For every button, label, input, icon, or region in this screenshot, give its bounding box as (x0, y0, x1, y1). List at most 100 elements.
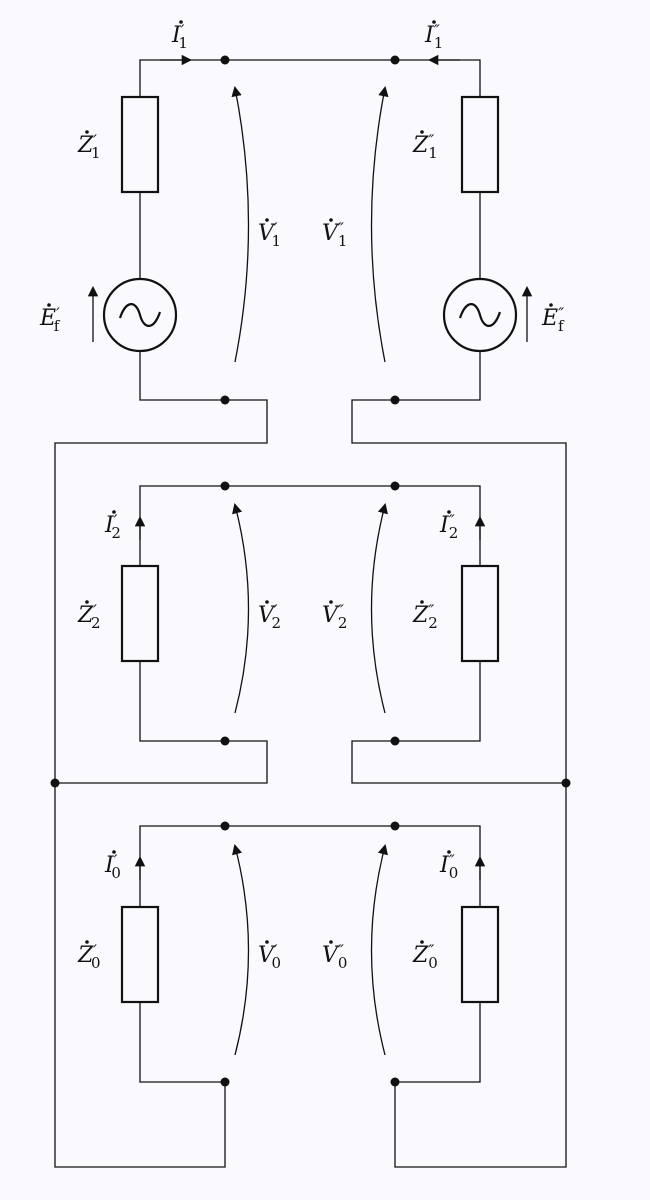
label-symbol: Z (77, 603, 94, 628)
dot-accent (85, 130, 89, 134)
node-dot (561, 778, 571, 788)
label-subscript: 1 (428, 144, 438, 162)
label-prime: ″ (428, 131, 434, 150)
dot-accent (420, 940, 424, 944)
dot-accent (447, 850, 451, 854)
label-v2p: V′2 (258, 601, 281, 632)
label-z1pp: Z″1 (412, 131, 438, 162)
wires (54, 54, 567, 1168)
label-v0pp: V″0 (322, 941, 347, 972)
label-z1p: Z′1 (77, 131, 100, 162)
label-z0pp: Z″0 (412, 941, 438, 972)
label-symbol: V (258, 603, 276, 628)
label-subscript: 2 (449, 524, 459, 542)
label-subscript: 1 (338, 232, 348, 250)
label-subscript: 1 (434, 34, 444, 52)
label-subscript: 0 (338, 954, 348, 972)
dot-accent (179, 20, 183, 24)
label-subscript: 0 (449, 864, 459, 882)
wire (139, 825, 481, 907)
label-prime: ′ (93, 131, 97, 150)
label-prime: ′ (274, 941, 278, 960)
label-symbol: E (541, 306, 558, 331)
label-symbol: I (424, 23, 435, 48)
label-symbol: I (439, 513, 450, 538)
label-symbol: Z (412, 603, 429, 628)
label-efp: E′f (39, 304, 61, 335)
dot-accent (265, 600, 269, 604)
label-symbol: I (104, 853, 115, 878)
label-prime: ′ (181, 21, 185, 40)
label-efpp: E″f (541, 304, 565, 335)
dot-accent (265, 940, 269, 944)
label-subscript: 1 (178, 34, 188, 52)
label-prime: ″ (338, 601, 344, 620)
label-subscript: 0 (91, 954, 101, 972)
node-dot (390, 736, 400, 746)
label-z0p: Z′0 (77, 941, 100, 972)
label-subscript: 2 (91, 614, 101, 632)
label-i2p: I′2 (104, 511, 121, 542)
label-prime: ′ (274, 219, 278, 238)
label-symbol: Z (412, 133, 429, 158)
label-prime: ″ (449, 851, 455, 870)
label-prime: ″ (449, 511, 455, 530)
node-dot (220, 481, 230, 491)
label-subscript: 2 (338, 614, 348, 632)
label-i1p: I′1 (171, 21, 188, 52)
label-symbol: Z (412, 943, 429, 968)
dot-accent (329, 600, 333, 604)
label-subscript: 2 (272, 614, 282, 632)
label-i0pp: I″0 (439, 851, 458, 882)
label-v0p: V′0 (258, 941, 281, 972)
label-subscript: f (54, 317, 61, 335)
label-z2p: Z′2 (77, 601, 100, 632)
label-prime: ′ (56, 304, 60, 323)
label-v1p: V′1 (258, 219, 281, 250)
node-dot (390, 55, 400, 65)
label-z2pp: Z″2 (412, 601, 438, 632)
wire (139, 485, 481, 566)
impedance-z2-double-prime (460, 564, 500, 663)
voltage-arrow-v0-prime (232, 843, 250, 1056)
components (50, 55, 571, 1087)
label-symbol: V (258, 221, 276, 246)
label-subscript: 2 (428, 614, 438, 632)
label-symbol: V (322, 603, 340, 628)
label-symbol: V (322, 943, 340, 968)
node-dot (390, 395, 400, 405)
label-prime: ″ (558, 304, 564, 323)
dot-accent (85, 940, 89, 944)
voltage-source-prime (102, 277, 178, 353)
dot-accent (329, 940, 333, 944)
impedance-z1-prime (120, 95, 160, 194)
label-symbol: V (258, 943, 276, 968)
ac-sine-icon (458, 303, 502, 327)
label-i1pp: I″1 (424, 21, 443, 52)
label-prime: ″ (428, 601, 434, 620)
label-symbol: I (104, 513, 115, 538)
impedance-z1-double-prime (460, 95, 500, 194)
dot-accent (85, 600, 89, 604)
voltage-arrow-v2-double-prime (370, 502, 388, 714)
label-prime: ″ (434, 21, 440, 40)
label-prime: ′ (114, 511, 118, 530)
label-subscript: 0 (428, 954, 438, 972)
dot-accent (112, 510, 116, 514)
label-prime: ″ (338, 941, 344, 960)
voltage-arrow-v1-double-prime (370, 85, 389, 363)
wire (54, 351, 268, 1168)
label-i0p: I′0 (104, 851, 121, 882)
label-symbol: I (439, 853, 450, 878)
node-dot (390, 821, 400, 831)
dot-accent (112, 850, 116, 854)
label-i2pp: I″2 (439, 511, 458, 542)
label-symbol: I (171, 23, 182, 48)
label-subscript: 0 (272, 954, 282, 972)
label-subscript: 1 (272, 232, 282, 250)
ac-sine-icon (118, 303, 162, 327)
voltage-arrow-v2-prime (232, 502, 250, 714)
label-prime: ′ (274, 601, 278, 620)
